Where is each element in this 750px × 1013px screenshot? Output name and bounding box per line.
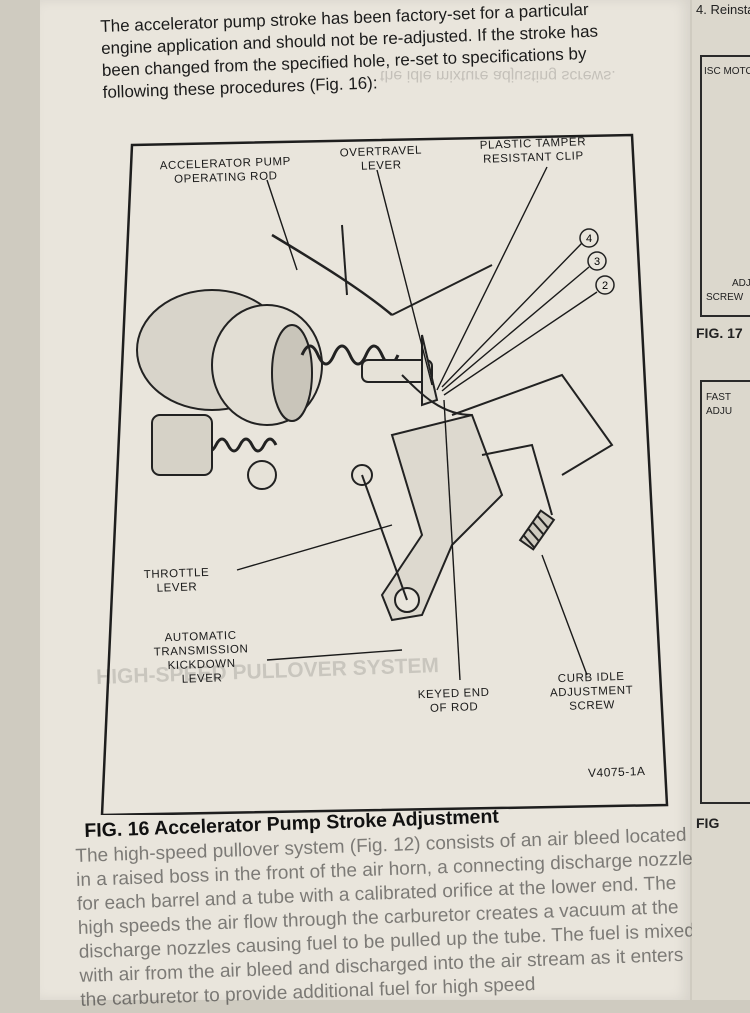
- hole-number-2: 2: [602, 280, 608, 292]
- right-page-top-text: 4. Reinsta: [696, 2, 750, 17]
- label-curb-idle-screw: CURB IDLE ADJUSTMENT SCREW: [549, 670, 634, 713]
- figure-illustration: 4 3 2: [100, 133, 669, 815]
- hole-callouts: 4 3 2: [579, 228, 615, 295]
- carburetor-drawing: [136, 224, 614, 622]
- figure-code: V4075-1A: [587, 764, 646, 780]
- manual-right-page: 4. Reinsta ISC MOTOR ADJ SCREW FIG. 17 F…: [692, 0, 750, 1000]
- right-page-fig-caption: FIG: [696, 815, 720, 831]
- label-tamper-resistant-clip: PLASTIC TAMPER RESISTANT CLIP: [479, 136, 587, 166]
- right-page-screw-label: SCREW: [706, 292, 744, 303]
- label-overtravel-lever: OVERTRAVEL LEVER: [339, 144, 423, 173]
- hole-number-4: 4: [586, 233, 592, 245]
- body-text: The high-speed pullover system (Fig. 12)…: [75, 824, 696, 1011]
- body-paragraph: The high-speed pullover system (Fig. 12)…: [75, 823, 700, 1013]
- right-page-figure-17-frame: [700, 55, 750, 317]
- figure-16: 4 3 2 ACCELERATOR PUMP OPERATING ROD OVE…: [92, 115, 672, 815]
- right-page-fast-label: FAST: [706, 392, 732, 403]
- label-throttle-lever: THROTTLE LEVER: [143, 566, 210, 595]
- right-page-isc-label: ISC MOTOR: [704, 66, 750, 77]
- right-page-adju-label: ADJU: [706, 406, 733, 417]
- figure-frame: [100, 133, 669, 815]
- label-pump-operating-rod: ACCELERATOR PUMP OPERATING ROD: [159, 155, 292, 186]
- hole-number-3: 3: [594, 256, 600, 268]
- hole-callout-4: [579, 228, 599, 248]
- right-page-figure-18-frame: [700, 380, 750, 804]
- right-page-adj-label: ADJ: [732, 278, 750, 289]
- leader-lines: [236, 166, 598, 681]
- right-page-fig17-caption: FIG. 17: [696, 325, 743, 341]
- manual-left-page: [40, 0, 690, 1000]
- label-keyed-end-of-rod: KEYED END OF ROD: [417, 686, 490, 715]
- hole-callout-3: [587, 251, 607, 271]
- hole-callout-2: [595, 275, 615, 295]
